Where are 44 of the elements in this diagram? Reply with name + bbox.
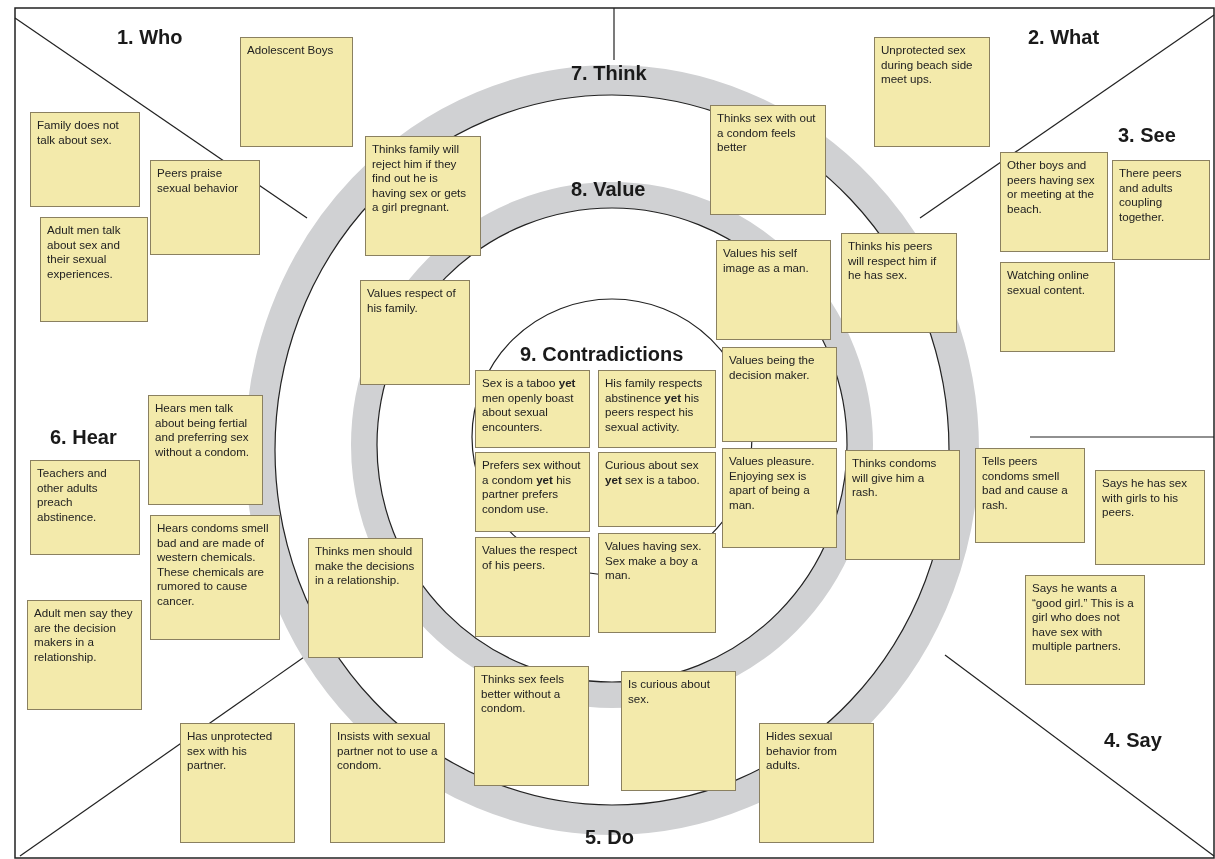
section-heading: 3. See (1118, 124, 1176, 147)
sticky-note: Insists with sexual partner not to use a condom. (330, 723, 445, 843)
sticky-note: Adult men say they are the decision makers in a relationship. (27, 600, 142, 710)
sticky-note: Values having sex. Sex make a boy a man. (598, 533, 716, 633)
sticky-note: Sex is a taboo yet men openly boast about sexual encounters. (475, 370, 590, 448)
sticky-note: Is curious about sex. (621, 671, 736, 791)
sticky-note: Watching online sexual content. (1000, 262, 1115, 352)
section-heading: 7. Think (571, 62, 647, 85)
sticky-note: Says he has sex with girls to his peers. (1095, 470, 1205, 565)
sticky-note: Unprotected sex during beach side meet ups. (874, 37, 990, 147)
sticky-note: Values the respect of his peers. (475, 537, 590, 637)
sticky-note: Thinks his peers will respect him if he has sex. (841, 233, 957, 333)
sticky-note: Other boys and peers having sex or meeting at the beach. (1000, 152, 1108, 252)
section-heading: 4. Say (1104, 729, 1162, 752)
sticky-note: Teachers and other adults preach abstinence. (30, 460, 140, 555)
sticky-note: Thinks condoms will give him a rash. (845, 450, 960, 560)
sticky-note: Tells peers condoms smell bad and cause a rash. (975, 448, 1085, 543)
sticky-note: Hears condoms smell bad and are made of western chemicals. These chemicals are rumored to cause cancer. (150, 515, 280, 640)
section-heading: 5. Do (585, 826, 634, 849)
sticky-note: Hears men talk about being fertial and preferring sex without a condom. (148, 395, 263, 505)
sticky-note: Values being the decision maker. (722, 347, 837, 442)
sticky-note: His family respects abstinence yet his peers respect his sexual activity. (598, 370, 716, 448)
sticky-note: Says he wants a “good girl.” This is a girl who does not have sex with multiple partners. (1025, 575, 1145, 685)
sticky-note: Adolescent Boys (240, 37, 353, 147)
sticky-note: Values respect of his family. (360, 280, 470, 385)
section-heading: 8. Value (571, 178, 646, 201)
sticky-note: Family does not talk about sex. (30, 112, 140, 207)
sticky-note: Thinks family will reject him if they find out he is having sex or gets a girl pregnant. (365, 136, 481, 256)
sticky-note: Curious about sex yet sex is a taboo. (598, 452, 716, 527)
sticky-note: Values his self image as a man. (716, 240, 831, 340)
sticky-note: Has unprotected sex with his partner. (180, 723, 295, 843)
sticky-note: Adult men talk about sex and their sexual experiences. (40, 217, 148, 322)
sticky-note: Thinks sex with out a condom feels better (710, 105, 826, 215)
section-heading: 6. Hear (50, 426, 117, 449)
sticky-note: Prefers sex without a condom yet his partner prefers condom use. (475, 452, 590, 532)
sticky-note: Peers praise sexual behavior (150, 160, 260, 255)
sticky-note: Thinks sex feels better without a condom. (474, 666, 589, 786)
sticky-note: Values pleasure. Enjoying sex is apart of being a man. (722, 448, 837, 548)
sticky-note: Thinks men should make the decisions in a relationship. (308, 538, 423, 658)
section-heading: 1. Who (117, 26, 183, 49)
section-heading: 2. What (1028, 26, 1100, 49)
sticky-note: There peers and adults coupling together. (1112, 160, 1210, 260)
sticky-note: Hides sexual behavior from adults. (759, 723, 874, 843)
section-heading: 9. Contradictions (520, 343, 684, 366)
